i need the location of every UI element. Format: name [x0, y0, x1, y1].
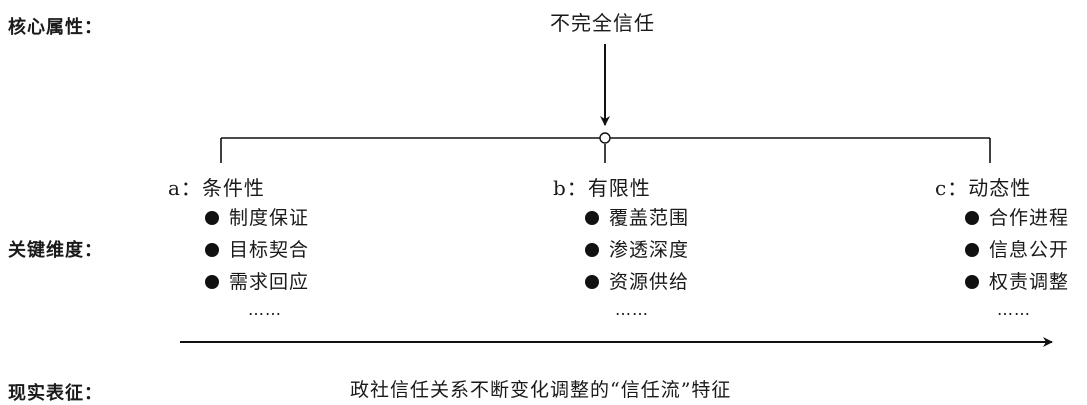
bullet-icon	[585, 243, 599, 257]
dimension-a: a：条件性	[168, 172, 265, 201]
bullet-icon	[965, 275, 979, 289]
list-item: 需求回应	[205, 266, 309, 298]
list-item: 覆盖范围	[585, 202, 689, 234]
dimension-c-name: 动态性	[968, 176, 1032, 200]
dimension-a-item-label: 目标契合	[229, 239, 310, 261]
dimension-b: b：有限性	[553, 172, 651, 201]
list-item: 信息公开	[965, 234, 1069, 266]
row-label-core-attribute: 核心属性：	[8, 17, 103, 38]
dimension-a-item-label: 需求回应	[229, 271, 310, 293]
dimension-c-title: c：动态性	[935, 172, 1031, 201]
conclusion-text: 政社信任关系不断变化调整的“信任流”特征	[350, 379, 732, 401]
dimension-c-prefix: c：	[935, 176, 969, 200]
list-item: 渗透深度	[585, 234, 689, 266]
dimension-b-title: b：有限性	[553, 172, 651, 201]
dimension-b-item-label: 渗透深度	[609, 239, 690, 261]
list-item: 资源供给	[585, 266, 689, 298]
dimension-a-items: 制度保证 目标契合 需求回应	[205, 202, 309, 298]
bullet-icon	[585, 211, 599, 225]
dimension-c-item-label: 权责调整	[989, 271, 1070, 293]
root-node-label: 不完全信任	[550, 11, 655, 35]
dimension-a-title: a：条件性	[168, 172, 265, 201]
dimension-b-item-label: 资源供给	[609, 271, 690, 293]
bullet-icon	[205, 243, 219, 257]
row-label-key-dimensions: 关键维度：	[8, 240, 103, 261]
junction-node	[599, 132, 611, 144]
dimension-b-items: 覆盖范围 渗透深度 资源供给	[585, 202, 689, 298]
dimension-b-name: 有限性	[587, 176, 651, 200]
bullet-icon	[205, 211, 219, 225]
dimension-a-prefix: a：	[168, 176, 202, 200]
dimension-c: c：动态性	[935, 172, 1031, 201]
bullet-icon	[205, 275, 219, 289]
list-item: 合作进程	[965, 202, 1069, 234]
list-item: 目标契合	[205, 234, 309, 266]
dimension-c-item-label: 信息公开	[989, 239, 1070, 261]
bullet-icon	[965, 243, 979, 257]
bullet-icon	[965, 211, 979, 225]
dimension-b-more: ……	[615, 300, 649, 319]
row-label-real-manifestation: 现实表征：	[8, 383, 103, 404]
dimension-c-item-label: 合作进程	[989, 207, 1070, 229]
dimension-c-more: ……	[997, 300, 1031, 319]
list-item: 制度保证	[205, 202, 309, 234]
dimension-b-item-label: 覆盖范围	[609, 207, 690, 229]
bullet-icon	[585, 275, 599, 289]
dimension-c-items: 合作进程 信息公开 权责调整	[965, 202, 1069, 298]
list-item: 权责调整	[965, 266, 1069, 298]
dimension-a-item-label: 制度保证	[229, 207, 310, 229]
dimension-a-more: ……	[248, 300, 282, 319]
dimension-a-name: 条件性	[201, 176, 265, 200]
dimension-b-prefix: b：	[553, 176, 588, 200]
